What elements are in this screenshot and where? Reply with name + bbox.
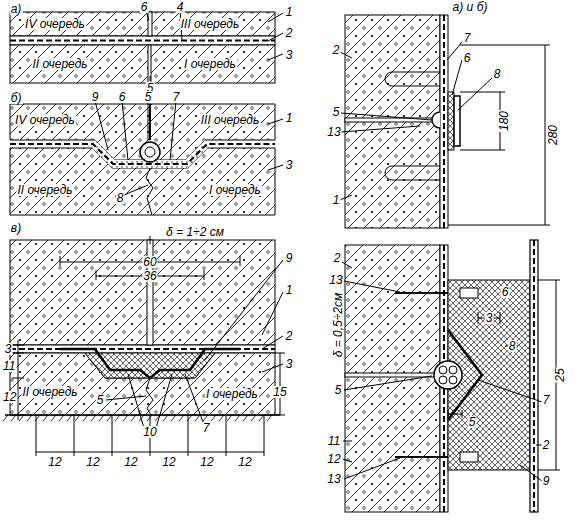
callout-label: 7 <box>172 91 181 103</box>
callout-label: в) <box>10 222 22 234</box>
callout-label: 8 <box>116 192 125 204</box>
callout-label: III очередь <box>180 18 241 30</box>
callout-label: 13 <box>326 473 341 485</box>
callout-label: 12 <box>2 391 17 403</box>
callout-label: 6 <box>118 91 127 103</box>
callout-label: II очередь <box>16 184 73 196</box>
callout-label: II очередь <box>31 58 88 70</box>
callout-label: 5 <box>144 91 153 103</box>
callout-label: 5 <box>334 384 343 396</box>
callout-label: 180 <box>498 110 510 132</box>
callout-label: 2 <box>333 252 342 264</box>
callout-label: 3 <box>285 358 294 370</box>
callout-label: IV очередь <box>24 18 86 30</box>
callout-label: 9 <box>542 475 551 487</box>
callout-label: 25 <box>554 367 566 382</box>
callout-label: б) <box>10 92 23 104</box>
callout-label: IV очередь <box>14 114 76 126</box>
callout-label: 2 <box>285 27 294 39</box>
callout-label: 4 <box>176 1 185 13</box>
callout-label: 5 <box>468 416 477 428</box>
callout-label: 2 <box>332 44 341 56</box>
callout-label: 12 <box>47 456 62 468</box>
callout-label: 3 <box>285 159 294 171</box>
callout-label: 9 <box>91 91 100 103</box>
callout-label: I очередь <box>208 184 262 196</box>
callout-label: 1 <box>332 194 341 206</box>
callout-label: I очередь <box>205 388 259 400</box>
callout-label: 10 <box>142 426 157 438</box>
callout-label: 12 <box>237 456 252 468</box>
callout-label: 3 <box>285 49 294 61</box>
callout-label: I очередь <box>183 58 237 70</box>
callout-label: 7 <box>542 394 551 406</box>
callout-label: δ = 1÷2 см <box>165 226 225 238</box>
callout-label: 1 <box>285 284 294 296</box>
callout-label: 12 <box>123 456 138 468</box>
callout-label: 12 <box>161 456 176 468</box>
callout-label: 2 <box>285 330 294 342</box>
callout-label: 3 <box>485 312 494 324</box>
callout-label: δ = 0,5÷2см <box>332 292 344 359</box>
callout-label: 36 <box>142 270 157 282</box>
callout-label: 7 <box>463 32 472 44</box>
callout-label: 5 <box>96 394 105 406</box>
callout-label: 11 <box>327 435 341 447</box>
callout-label: 12 <box>326 453 341 465</box>
callout-label: 60 <box>142 256 157 268</box>
callout-label: 280 <box>547 124 559 146</box>
callout-label: 13 <box>326 126 341 138</box>
callout-label: 11 <box>2 360 16 372</box>
callout-label: 8 <box>493 68 502 80</box>
callout-label: 5 <box>332 106 341 118</box>
callout-label: 7 <box>202 422 211 434</box>
callout-label: 9 <box>285 252 294 264</box>
callout-label: а) <box>10 3 23 15</box>
callout-label: 6 <box>501 286 510 298</box>
callout-label: 1 <box>285 112 294 124</box>
callout-label: III очередь <box>200 114 261 126</box>
callout-label: 1 <box>285 6 294 18</box>
callout-label: 12 <box>85 456 100 468</box>
callout-label: 13 <box>328 274 343 286</box>
callout-label: 6 <box>140 1 149 13</box>
callout-label: II очередь <box>21 386 78 398</box>
callout-label: 6 <box>463 52 472 64</box>
callout-label: 15 <box>272 386 287 398</box>
callout-label: 8 <box>508 340 517 352</box>
callout-label: 2 <box>542 439 551 451</box>
callout-label: 3 <box>4 343 13 355</box>
callout-label: а) и б) <box>452 1 489 13</box>
callout-label: 12 <box>199 456 214 468</box>
